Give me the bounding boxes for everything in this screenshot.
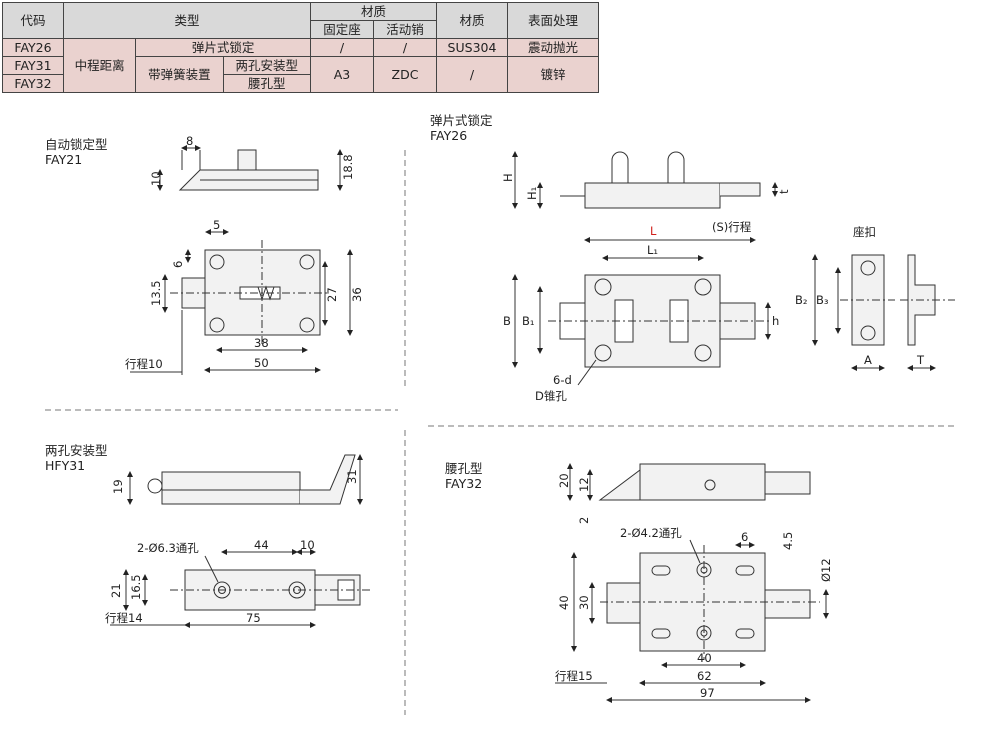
header-pin: 活动销 bbox=[373, 20, 437, 39]
row2-type-sub: 带弹簧装置 bbox=[135, 56, 224, 93]
fay21-top-view bbox=[130, 229, 353, 375]
buckle-title: 座扣 bbox=[853, 225, 876, 239]
dim-t-19: 19 bbox=[111, 479, 125, 494]
dim-s-H: H bbox=[501, 173, 515, 182]
hfy31-top-view bbox=[110, 549, 370, 628]
dim-a-50: 50 bbox=[254, 356, 269, 370]
dim-w-40a: 40 bbox=[557, 595, 571, 610]
dim-w-62: 62 bbox=[697, 669, 712, 683]
row3-code: FAY32 bbox=[2, 74, 64, 93]
dim-s-6d: 6-d bbox=[553, 373, 572, 387]
row1-surface: 震动抛光 bbox=[507, 38, 599, 57]
row1-code: FAY26 bbox=[2, 38, 64, 57]
dim-s-L1: L₁ bbox=[647, 243, 658, 257]
buckle-view bbox=[812, 254, 955, 371]
dim-a-36: 36 bbox=[350, 287, 364, 302]
dim-a-stroke: 行程10 bbox=[125, 357, 163, 371]
fay26-top-view bbox=[512, 237, 771, 386]
dim-s-T: T bbox=[916, 353, 925, 367]
dim-s-D: D锥孔 bbox=[535, 389, 567, 403]
dim-t-hole: 2-Ø6.3通孔 bbox=[137, 541, 199, 555]
dim-a-188: 18.8 bbox=[341, 154, 355, 180]
dim-w-40b: 40 bbox=[697, 651, 712, 665]
dim-s-B: B bbox=[503, 314, 511, 328]
row-type-group: 中程距离 bbox=[62, 38, 137, 93]
row2-material: / bbox=[436, 56, 508, 93]
dim-w-6: 6 bbox=[741, 530, 748, 544]
row3-type: 腰孔型 bbox=[222, 74, 312, 93]
dim-s-A: A bbox=[864, 353, 872, 367]
header-material: 材质 bbox=[436, 2, 508, 39]
dim-w-hole: 2-Ø4.2通孔 bbox=[620, 526, 682, 540]
hfy31-side-view bbox=[127, 454, 363, 505]
row2-code: FAY31 bbox=[2, 56, 64, 75]
dim-w-2: 2 bbox=[577, 517, 591, 524]
header-surface: 表面处理 bbox=[507, 2, 599, 39]
header-material-group: 材质 bbox=[310, 2, 437, 21]
dim-a-10: 10 bbox=[149, 171, 163, 186]
dim-w-97: 97 bbox=[700, 686, 715, 700]
dim-t-31: 31 bbox=[345, 469, 359, 484]
row1-material: SUS304 bbox=[436, 38, 508, 57]
dim-t-44: 44 bbox=[254, 538, 269, 552]
spec-table: 代码 类型 材质 材质 表面处理 固定座 活动销 FAY26 中程距离 弹片式锁… bbox=[2, 2, 599, 93]
dim-s-B1: B₁ bbox=[522, 314, 535, 328]
dim-s-t: t bbox=[777, 189, 791, 194]
dim-a-27: 27 bbox=[325, 287, 339, 302]
dim-w-stroke: 行程15 bbox=[555, 669, 593, 683]
dim-w-20: 20 bbox=[557, 473, 571, 488]
dim-w-30: 30 bbox=[577, 595, 591, 610]
dim-s-h: h bbox=[772, 314, 779, 328]
dim-t-165: 16.5 bbox=[129, 574, 143, 600]
dim-t-stroke: 行程14 bbox=[105, 611, 143, 625]
dim-w-12: 12 bbox=[577, 477, 591, 492]
dim-s-B3: B₃ bbox=[816, 293, 829, 307]
dim-w-phi12: Ø12 bbox=[819, 558, 833, 582]
header-code: 代码 bbox=[2, 2, 64, 39]
fay21-side-view bbox=[157, 145, 343, 191]
dim-t-21: 21 bbox=[109, 583, 123, 598]
dim-s-L: L bbox=[650, 224, 657, 238]
dim-w-45: 4.5 bbox=[781, 532, 795, 550]
dim-s-S: (S)行程 bbox=[712, 220, 752, 234]
dim-a-38: 38 bbox=[254, 336, 269, 350]
dim-a-135: 13.5 bbox=[149, 280, 163, 306]
dim-t-75: 75 bbox=[246, 611, 261, 625]
row2-pin: ZDC bbox=[373, 56, 437, 93]
fay32-top-view bbox=[555, 539, 829, 703]
row2-surface: 镀锌 bbox=[507, 56, 599, 93]
fay32-side-view bbox=[567, 463, 811, 501]
dim-s-H1: H₁ bbox=[525, 187, 539, 200]
row2-base: A3 bbox=[310, 56, 374, 93]
row2-type: 两孔安装型 bbox=[222, 56, 312, 75]
row1-type: 弹片式锁定 bbox=[135, 38, 311, 57]
dim-a-6: 6 bbox=[171, 261, 185, 268]
dim-a-8: 8 bbox=[186, 134, 193, 148]
dim-s-B2: B₂ bbox=[795, 293, 808, 307]
dim-a-5: 5 bbox=[213, 218, 220, 232]
fay26-side-view bbox=[512, 151, 778, 209]
dim-t-10: 10 bbox=[300, 538, 315, 552]
